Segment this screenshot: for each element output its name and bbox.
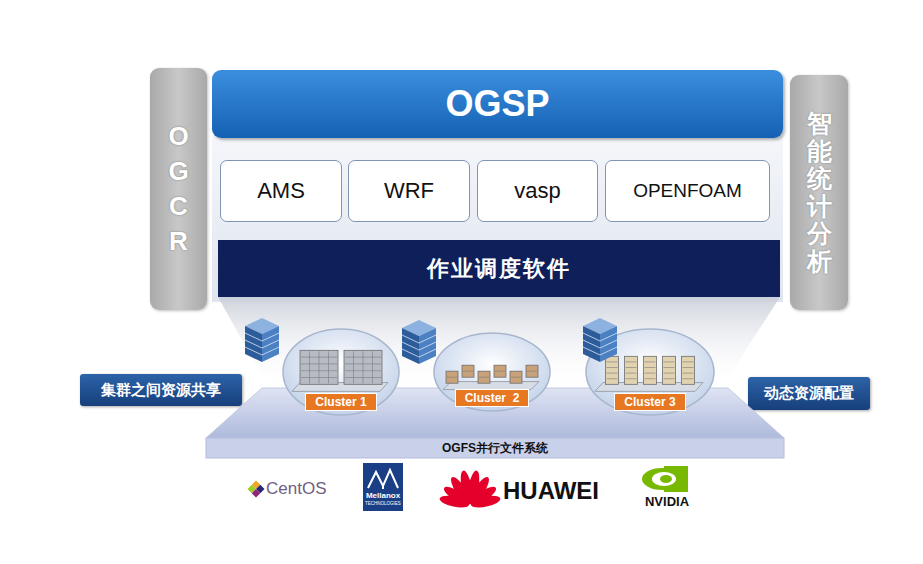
sched-label: 作业调度软件	[427, 254, 571, 284]
app-label: WRF	[384, 178, 434, 204]
cluster-box: Cluster 3	[585, 328, 715, 416]
platform-top	[206, 388, 784, 438]
app-label: OPENFOAM	[633, 180, 742, 202]
server-group	[300, 350, 382, 384]
app-box: vasp	[477, 160, 598, 222]
app-panel	[212, 136, 783, 302]
huawei-petals	[439, 470, 502, 510]
app-label: vasp	[514, 178, 560, 204]
logo-text: TECHNOLOGIES	[363, 501, 403, 506]
cluster-ellipse	[283, 329, 399, 415]
cluster-label: Cluster 1	[305, 393, 376, 411]
app-box: OPENFOAM	[605, 160, 770, 222]
cluster-label: Cluster 3	[614, 393, 685, 411]
cluster-label: Cluster 2	[455, 389, 530, 407]
centos-icon	[248, 481, 265, 498]
app-box: AMS	[220, 160, 342, 222]
platform-label: OGFS并行文件系统	[442, 440, 548, 457]
storage-cube	[245, 318, 279, 362]
tag-label: 集群之间资源共享	[101, 381, 221, 400]
storage-cube	[583, 318, 617, 362]
tag-label: 动态资源配置	[764, 384, 854, 403]
logo-text: CentOS	[266, 479, 326, 499]
cluster-ellipse	[434, 333, 550, 411]
sched-box: 作业调度软件	[218, 240, 780, 297]
storage-cube	[402, 320, 436, 364]
tag-box: 动态资源配置	[748, 377, 870, 410]
tag-box: 集群之间资源共享	[80, 374, 242, 406]
ogsp-box: OGSP	[212, 70, 783, 138]
nvidia-eye	[642, 466, 688, 492]
server-group	[446, 365, 538, 383]
ogsp-label: OGSP	[445, 83, 549, 125]
app-label: AMS	[257, 178, 305, 204]
cluster-box: Cluster 2	[433, 332, 551, 412]
logo-text: HUAWEI	[503, 477, 599, 505]
sidebar-box: OGCR	[150, 68, 207, 310]
sidebar-box: 智能统计分析	[790, 75, 848, 310]
cluster-box: Cluster 1	[282, 328, 400, 416]
mellanox-logo	[363, 463, 403, 511]
server-group	[606, 356, 695, 384]
sidebar-label: OGCR	[166, 119, 192, 259]
app-box: WRF	[348, 160, 470, 222]
platform-front	[206, 438, 784, 458]
logo-text: NVIDIA	[634, 494, 700, 509]
sidebar-label: 智能统计分析	[807, 110, 832, 275]
logo-text: Mellanox	[363, 491, 403, 500]
